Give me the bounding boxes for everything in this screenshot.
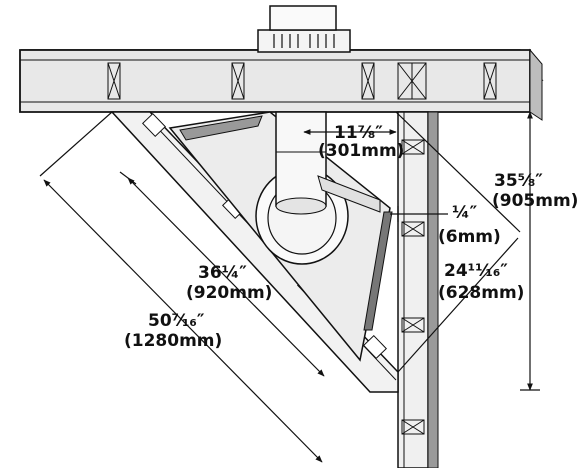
roof-vent-cap (257, 5, 351, 53)
svg-text:(1280mm): (1280mm) (124, 331, 222, 351)
svg-text:(920mm): (920mm) (186, 283, 272, 303)
dimension-label-side-depth: 24¹¹⁄₁₆″ (628mm) (438, 261, 524, 303)
svg-text:(6mm): (6mm) (438, 227, 501, 247)
dimension-label-corner-gap: ¼″ (6mm) (438, 203, 501, 247)
svg-text:11⅞″: 11⅞″ (334, 123, 383, 143)
svg-text:¼″: ¼″ (452, 203, 478, 223)
svg-text:(905mm): (905mm) (492, 191, 578, 211)
ceiling-header (19, 48, 544, 121)
svg-text:(628mm): (628mm) (438, 283, 524, 303)
dimension-label-vertical-height: 35⅝″ (905mm) (492, 171, 578, 211)
svg-text:36¼″: 36¼″ (198, 263, 247, 283)
svg-text:50⁷⁄₁₆″: 50⁷⁄₁₆″ (148, 311, 205, 331)
right-wall (397, 111, 439, 469)
dimension-label-inner-width: 36¼″ (920mm) (186, 263, 272, 303)
dimension-label-outer-width: 50⁷⁄₁₆″ (1280mm) (124, 311, 222, 351)
dimension-label-flue-offset: 11⅞″ (301mm) (318, 123, 404, 161)
dimension-lines (39, 111, 540, 463)
svg-text:(301mm): (301mm) (318, 141, 404, 161)
svg-text:35⅝″: 35⅝″ (494, 171, 543, 191)
svg-text:24¹¹⁄₁₆″: 24¹¹⁄₁₆″ (444, 261, 508, 281)
